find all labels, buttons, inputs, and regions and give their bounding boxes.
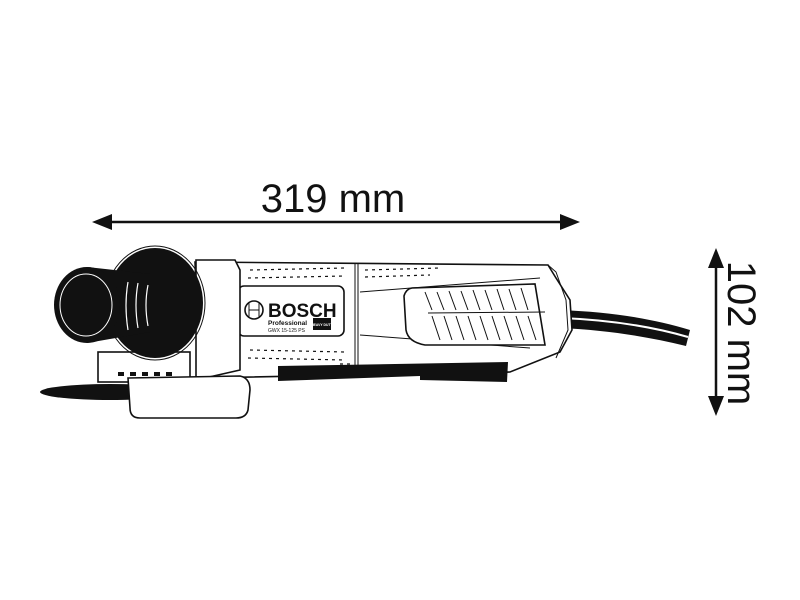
gear-housing xyxy=(195,259,241,382)
arrow-left-icon xyxy=(92,214,112,230)
grinder-illustration: BOSCH Professional GWX 15-125 PS HEAVY D… xyxy=(40,245,690,419)
wheel-guard xyxy=(127,375,251,419)
arrow-right-icon xyxy=(560,214,580,230)
brand-name: BOSCH xyxy=(268,301,337,322)
arrow-up-icon xyxy=(708,248,724,268)
air-vents xyxy=(403,283,546,346)
height-dimension: 102 mm xyxy=(708,248,763,416)
heavy-duty-badge: HEAVY DUTY xyxy=(311,323,333,327)
length-label: 319 mm xyxy=(261,177,406,221)
product-line: Professional xyxy=(268,320,307,327)
length-dimension: 319 mm xyxy=(92,177,580,230)
model-name: GWX 15-125 PS xyxy=(268,328,306,334)
bosch-logo-icon xyxy=(244,300,264,320)
height-label: 102 mm xyxy=(719,261,763,406)
arrow-down-icon xyxy=(708,396,724,416)
handle-end-cap xyxy=(54,267,120,343)
paddle-switch xyxy=(278,362,508,382)
power-cord xyxy=(560,310,690,346)
